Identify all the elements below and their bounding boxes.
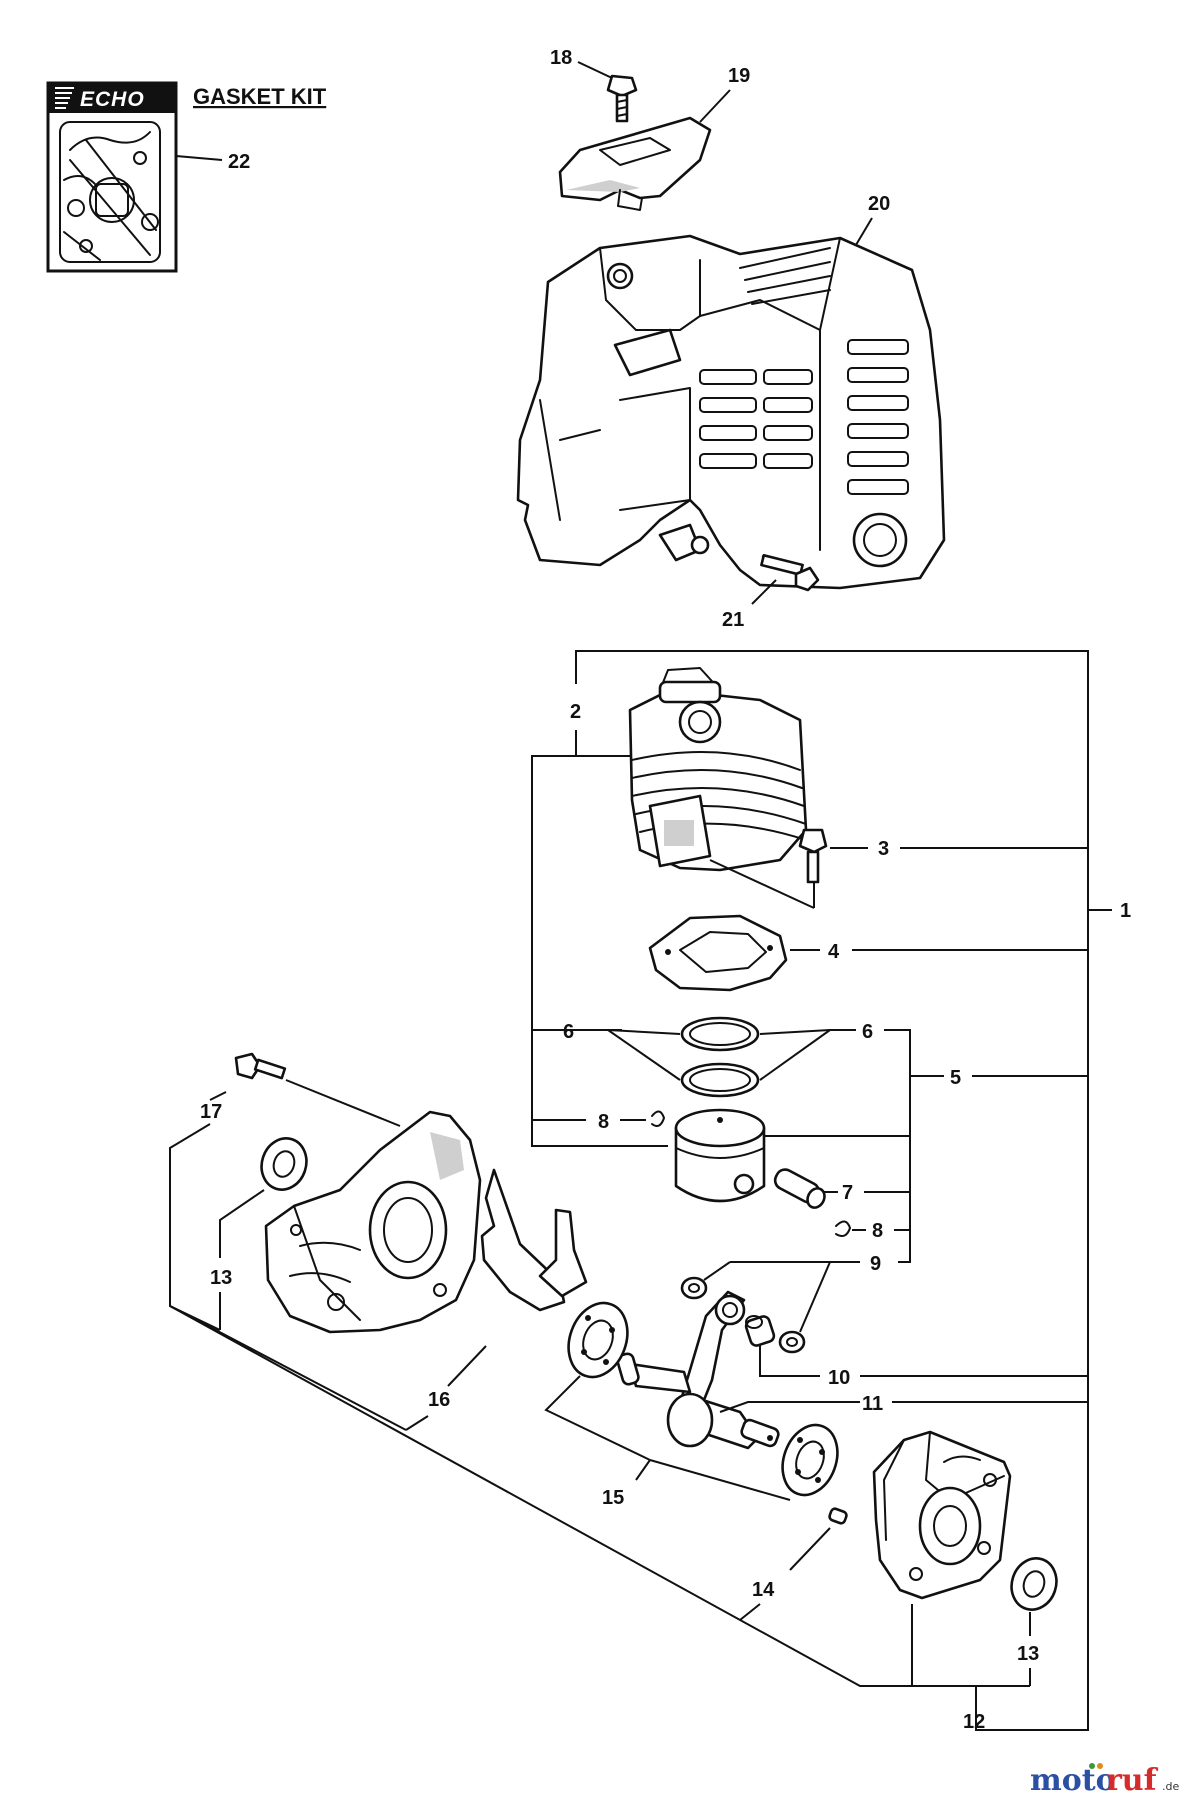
crankcase-right <box>872 1430 1012 1600</box>
oil-seal-13-left: 13 <box>210 1137 308 1330</box>
ball-bearings-15: 15 <box>544 1301 839 1509</box>
callout-15: 15 <box>602 1487 624 1509</box>
needle-bearing-10: 10 <box>744 1315 1088 1389</box>
callout-4: 4 <box>828 941 840 963</box>
cylinder-gasket-4: 4 <box>648 914 1088 992</box>
motoruf-watermark: moto ruf .de <box>1030 1763 1179 1798</box>
piston-assembly-5: 5 <box>758 1067 1088 1193</box>
assembly-1-bracket: 1 <box>575 650 1131 1731</box>
bolt-17: 17 <box>169 1052 401 1331</box>
engine-shroud-20: 20 <box>516 193 946 590</box>
washers-9: 9 <box>680 1253 881 1354</box>
callout-9: 9 <box>870 1253 881 1275</box>
callout-14: 14 <box>752 1579 775 1601</box>
callout-1: 1 <box>1120 900 1131 922</box>
gasket-kit-illustration <box>59 121 161 263</box>
top-cover-parts: 18 19 <box>550 47 750 211</box>
callout-12: 12 <box>963 1711 985 1733</box>
callout-8-left: 8 <box>598 1111 609 1133</box>
callout-20: 20 <box>868 193 890 215</box>
callout-21: 21 <box>722 609 744 631</box>
watermark-ruf: ruf <box>1106 1763 1159 1798</box>
top-cover-19 <box>558 116 712 211</box>
oil-seal-13-right: 13 <box>1010 1557 1058 1686</box>
bolt-18 <box>606 74 638 123</box>
dowel-pin-14: 14 <box>739 1507 848 1621</box>
callout-6-left: 6 <box>563 1021 574 1043</box>
callout-19: 19 <box>728 65 750 87</box>
callout-18: 18 <box>550 47 572 69</box>
watermark-moto: moto <box>1030 1763 1116 1798</box>
callout-3: 3 <box>878 838 889 860</box>
callout-5: 5 <box>950 1067 961 1089</box>
echo-logo: ECHO <box>80 88 145 111</box>
callout-10: 10 <box>828 1367 850 1389</box>
crankcase-gasket-16: 16 <box>405 1168 588 1431</box>
callout-16: 16 <box>428 1389 450 1411</box>
callout-17: 17 <box>200 1101 222 1123</box>
crankshaft-11: 11 <box>616 1290 1088 1450</box>
bolt-21: 21 <box>722 554 820 631</box>
gasket-kit-title: GASKET KIT <box>193 84 327 109</box>
callout-8-right: 8 <box>872 1220 883 1242</box>
cylinder-2: 2 <box>531 667 815 1147</box>
callout-6-right: 6 <box>862 1021 873 1043</box>
callout-22: 22 <box>228 151 250 173</box>
callout-7: 7 <box>842 1182 853 1204</box>
watermark-suffix: .de <box>1162 1780 1179 1793</box>
crankcase-assembly-12: 12 <box>169 1305 1030 1733</box>
callout-13-right: 13 <box>1017 1643 1039 1665</box>
bolt-3: 3 <box>798 828 1088 884</box>
callout-13-left: 13 <box>210 1267 232 1289</box>
piston-pin-7: 7 <box>773 1168 910 1209</box>
crankcase-left <box>264 1110 482 1334</box>
callout-2: 2 <box>570 701 581 723</box>
piston-clip-8-left: 8 <box>532 1110 665 1133</box>
piston <box>674 1108 766 1203</box>
gasket-kit-box: ECHO GASKET KIT 22 <box>46 81 327 273</box>
piston-clip-8-right: 8 <box>835 1220 910 1242</box>
callout-11: 11 <box>862 1393 883 1415</box>
piston-rings-6: 6 6 <box>532 1016 911 1263</box>
